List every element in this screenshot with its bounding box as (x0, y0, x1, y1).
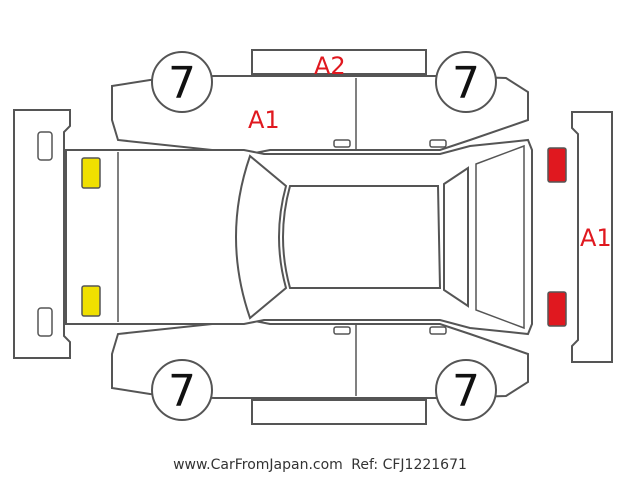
damage-code-roof-edge: A2 (314, 52, 346, 80)
tyre-rear-left (435, 51, 497, 113)
tailgate-panel (475, 144, 525, 330)
left-side-step (251, 49, 427, 75)
damage-code-left-front-door: A1 (248, 106, 280, 134)
rear-lamp-top (547, 147, 567, 183)
right-side-step (251, 399, 427, 425)
rear-bumper (571, 111, 613, 363)
front-lamp-bottom (81, 285, 101, 317)
left-side-profile (111, 75, 529, 156)
footer-site: www.CarFromJapan.com (173, 457, 343, 473)
tyre-front-left-label: 7 (168, 58, 196, 109)
damage-code-rear-bumper: A1 (580, 224, 612, 252)
front-bumper-slot-top (37, 131, 53, 161)
tyre-front-left (151, 51, 213, 113)
rear-window (443, 166, 469, 308)
tyre-front-right (151, 359, 213, 421)
footer-watermark: www.CarFromJapan.com Ref: CFJ1221671 (0, 457, 640, 473)
roof (282, 185, 442, 289)
right-rear-handle (429, 326, 447, 335)
left-rear-handle (429, 139, 447, 148)
front-lamp-top (81, 157, 101, 189)
right-front-handle (333, 326, 351, 335)
footer-ref: Ref: CFJ1221671 (351, 457, 467, 473)
tyre-rear-left-label: 7 (452, 58, 480, 109)
tyre-rear-right (435, 359, 497, 421)
front-bumper (13, 109, 71, 359)
tyre-rear-right-label: 7 (452, 366, 480, 417)
left-front-handle (333, 139, 351, 148)
front-bumper-slot-bottom (37, 307, 53, 337)
tyre-front-right-label: 7 (168, 366, 196, 417)
rear-lamp-bottom (547, 291, 567, 327)
right-side-profile (111, 318, 529, 399)
windshield (235, 154, 288, 320)
